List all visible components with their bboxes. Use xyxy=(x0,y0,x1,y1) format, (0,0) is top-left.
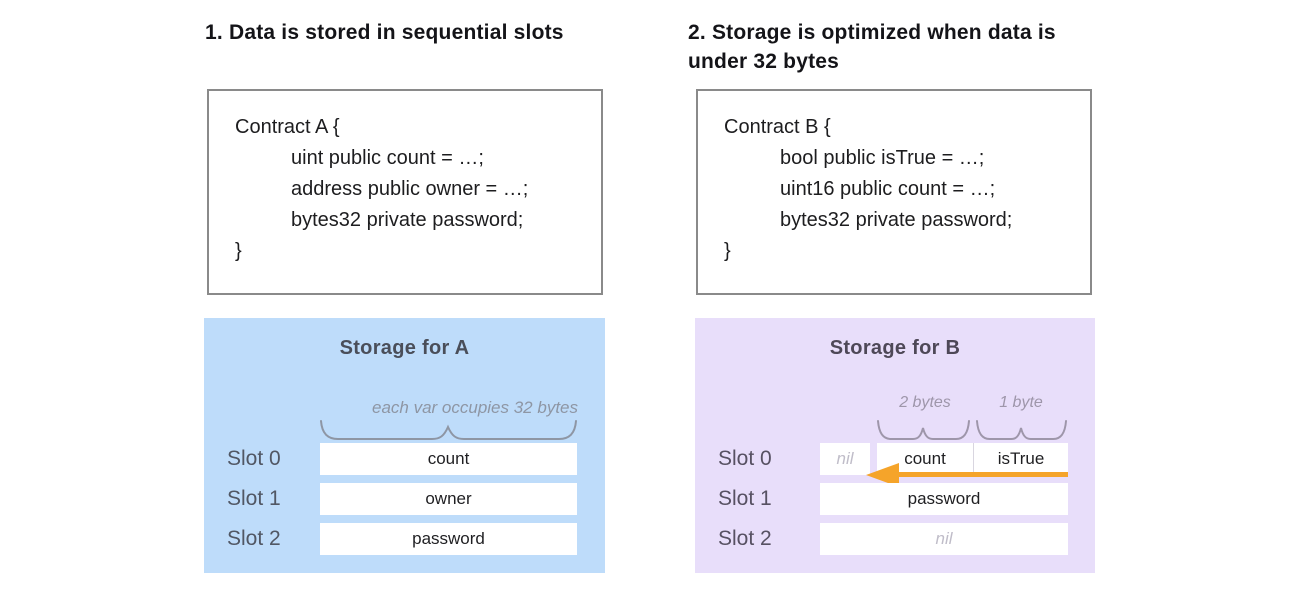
slot-label: Slot 2 xyxy=(718,527,772,550)
slot-value: owner xyxy=(425,489,472,508)
slot-label: Slot 1 xyxy=(718,487,772,510)
panel1-heading: 1. Data is stored in sequential slots xyxy=(205,21,564,44)
storage-b-title: Storage for B xyxy=(829,337,961,359)
slot-label: Slot 0 xyxy=(227,447,281,470)
slot-label: Slot 2 xyxy=(227,527,281,550)
code-line: bytes32 private password; xyxy=(291,209,524,231)
panel2-heading: 2. Storage is optimized when data is und… xyxy=(688,21,1056,73)
storage-a-annotation: each var occupies 32 bytes xyxy=(371,398,578,417)
nil-value: nil xyxy=(935,529,953,548)
packed-slot0-box: count isTrue xyxy=(877,443,1068,475)
code-line: Contract A { xyxy=(235,116,340,138)
count-cell: count xyxy=(877,443,974,475)
slot-bar: password xyxy=(320,523,577,555)
nil-cell: nil xyxy=(820,443,870,475)
slot-label: Slot 0 xyxy=(718,447,772,470)
code-line: address public owner = …; xyxy=(291,178,529,200)
slot-bar: password xyxy=(820,483,1068,515)
count-value: count xyxy=(904,449,946,468)
storage-a-title: Storage for A xyxy=(339,337,470,359)
code-line: } xyxy=(724,240,731,262)
brace-2-bytes-icon xyxy=(877,420,970,440)
code-line: uint public count = …; xyxy=(291,147,484,169)
slot-value: password xyxy=(412,529,485,548)
contract-b-code-box: Contract B { bool public isTrue = …; uin… xyxy=(696,89,1092,295)
brace-32-bytes-icon xyxy=(320,420,577,440)
code-line: bytes32 private password; xyxy=(780,209,1013,231)
slot-bar: owner xyxy=(320,483,577,515)
contract-a-code-box: Contract A { uint public count = …; addr… xyxy=(207,89,603,295)
istrue-cell: isTrue xyxy=(974,443,1068,475)
slot-value: count xyxy=(427,449,470,468)
slot-value: password xyxy=(907,489,981,508)
istrue-value: isTrue xyxy=(997,449,1045,468)
code-line: uint16 public count = …; xyxy=(780,178,996,200)
byte-label-2bytes: 2 bytes xyxy=(899,394,951,411)
code-line: bool public isTrue = …; xyxy=(780,147,985,169)
code-line: Contract B { xyxy=(724,116,831,138)
slot-bar: count xyxy=(320,443,577,475)
byte-label-1byte: 1 byte xyxy=(999,394,1043,411)
code-line: } xyxy=(235,240,242,262)
packing-arrow-line xyxy=(897,472,1068,477)
brace-1-byte-icon xyxy=(976,420,1067,440)
storage-a-box: Storage for A each var occupies 32 bytes… xyxy=(204,318,605,573)
nil-value: nil xyxy=(836,449,854,468)
storage-b-box: Storage for B 2 bytes 1 byte Slot 0 nil … xyxy=(695,318,1095,573)
slot-label: Slot 1 xyxy=(227,487,281,510)
slot-bar: nil xyxy=(820,523,1068,555)
